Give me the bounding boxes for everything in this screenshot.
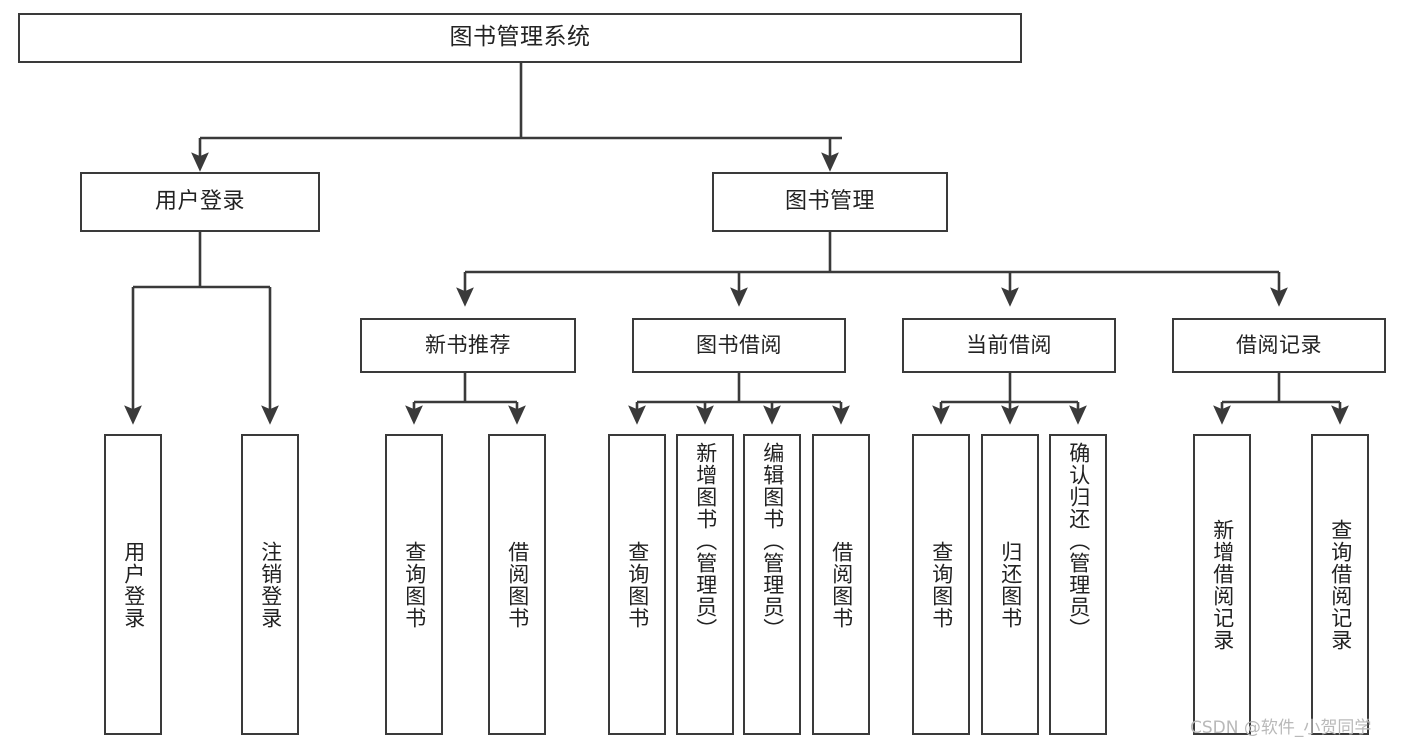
node-leaf-query-book-recommend[interactable]: 查询图书 xyxy=(385,434,443,735)
node-sub-borrow-record-label: 借阅记录 xyxy=(1236,332,1322,357)
node-sub-book-borrow[interactable]: 图书借阅 xyxy=(632,318,846,373)
node-leaf-edit-book-admin[interactable]: 编辑图书（管理员） xyxy=(743,434,801,735)
node-leaf-return-book-label: 归还图书 xyxy=(998,540,1023,629)
node-branch-user-login-label: 用户登录 xyxy=(154,188,245,214)
node-branch-book-management[interactable]: 图书管理 xyxy=(712,172,948,232)
node-leaf-user-login[interactable]: 用户登录 xyxy=(104,434,162,735)
node-leaf-query-borrow-record-label: 查询借阅记录 xyxy=(1328,518,1353,651)
node-root-system[interactable]: 图书管理系统 xyxy=(18,13,1022,63)
node-leaf-query-borrow-record[interactable]: 查询借阅记录 xyxy=(1311,434,1369,735)
node-leaf-borrow-book[interactable]: 借阅图书 xyxy=(812,434,870,735)
node-root-label: 图书管理系统 xyxy=(449,24,591,51)
node-leaf-query-book-borrow-label: 查询图书 xyxy=(625,540,650,629)
node-leaf-add-borrow-record[interactable]: 新增借阅记录 xyxy=(1193,434,1251,735)
node-leaf-add-book-admin-label: 新增图书（管理员） xyxy=(693,442,718,640)
node-leaf-confirm-return-admin[interactable]: 确认归还（管理员） xyxy=(1049,434,1107,735)
node-sub-current-borrow[interactable]: 当前借阅 xyxy=(902,318,1116,373)
node-leaf-add-book-admin[interactable]: 新增图书（管理员） xyxy=(676,434,734,735)
node-leaf-confirm-return-admin-label: 确认归还（管理员） xyxy=(1066,442,1091,640)
node-sub-book-borrow-label: 图书借阅 xyxy=(696,332,782,357)
node-leaf-borrow-book-label: 借阅图书 xyxy=(829,540,854,629)
node-sub-new-book-recommend-label: 新书推荐 xyxy=(425,332,511,357)
node-branch-user-login[interactable]: 用户登录 xyxy=(80,172,320,232)
node-leaf-add-borrow-record-label: 新增借阅记录 xyxy=(1210,518,1235,651)
node-leaf-return-book[interactable]: 归还图书 xyxy=(981,434,1039,735)
node-leaf-query-book-current[interactable]: 查询图书 xyxy=(912,434,970,735)
node-sub-current-borrow-label: 当前借阅 xyxy=(966,332,1052,357)
node-leaf-edit-book-admin-label: 编辑图书（管理员） xyxy=(760,442,785,640)
node-leaf-borrow-book-recommend[interactable]: 借阅图书 xyxy=(488,434,546,735)
node-sub-borrow-record[interactable]: 借阅记录 xyxy=(1172,318,1386,373)
csdn-watermark: CSDN @软件_小贺同学 xyxy=(1190,718,1372,738)
node-branch-book-management-label: 图书管理 xyxy=(784,188,875,214)
node-leaf-query-book-recommend-label: 查询图书 xyxy=(402,540,427,629)
node-sub-new-book-recommend[interactable]: 新书推荐 xyxy=(360,318,576,373)
node-leaf-borrow-book-recommend-label: 借阅图书 xyxy=(505,540,530,629)
node-leaf-logout[interactable]: 注销登录 xyxy=(241,434,299,735)
node-leaf-query-book-current-label: 查询图书 xyxy=(929,540,954,629)
node-leaf-query-book-borrow[interactable]: 查询图书 xyxy=(608,434,666,735)
node-leaf-logout-label: 注销登录 xyxy=(258,540,283,629)
node-leaf-user-login-label: 用户登录 xyxy=(121,540,146,629)
